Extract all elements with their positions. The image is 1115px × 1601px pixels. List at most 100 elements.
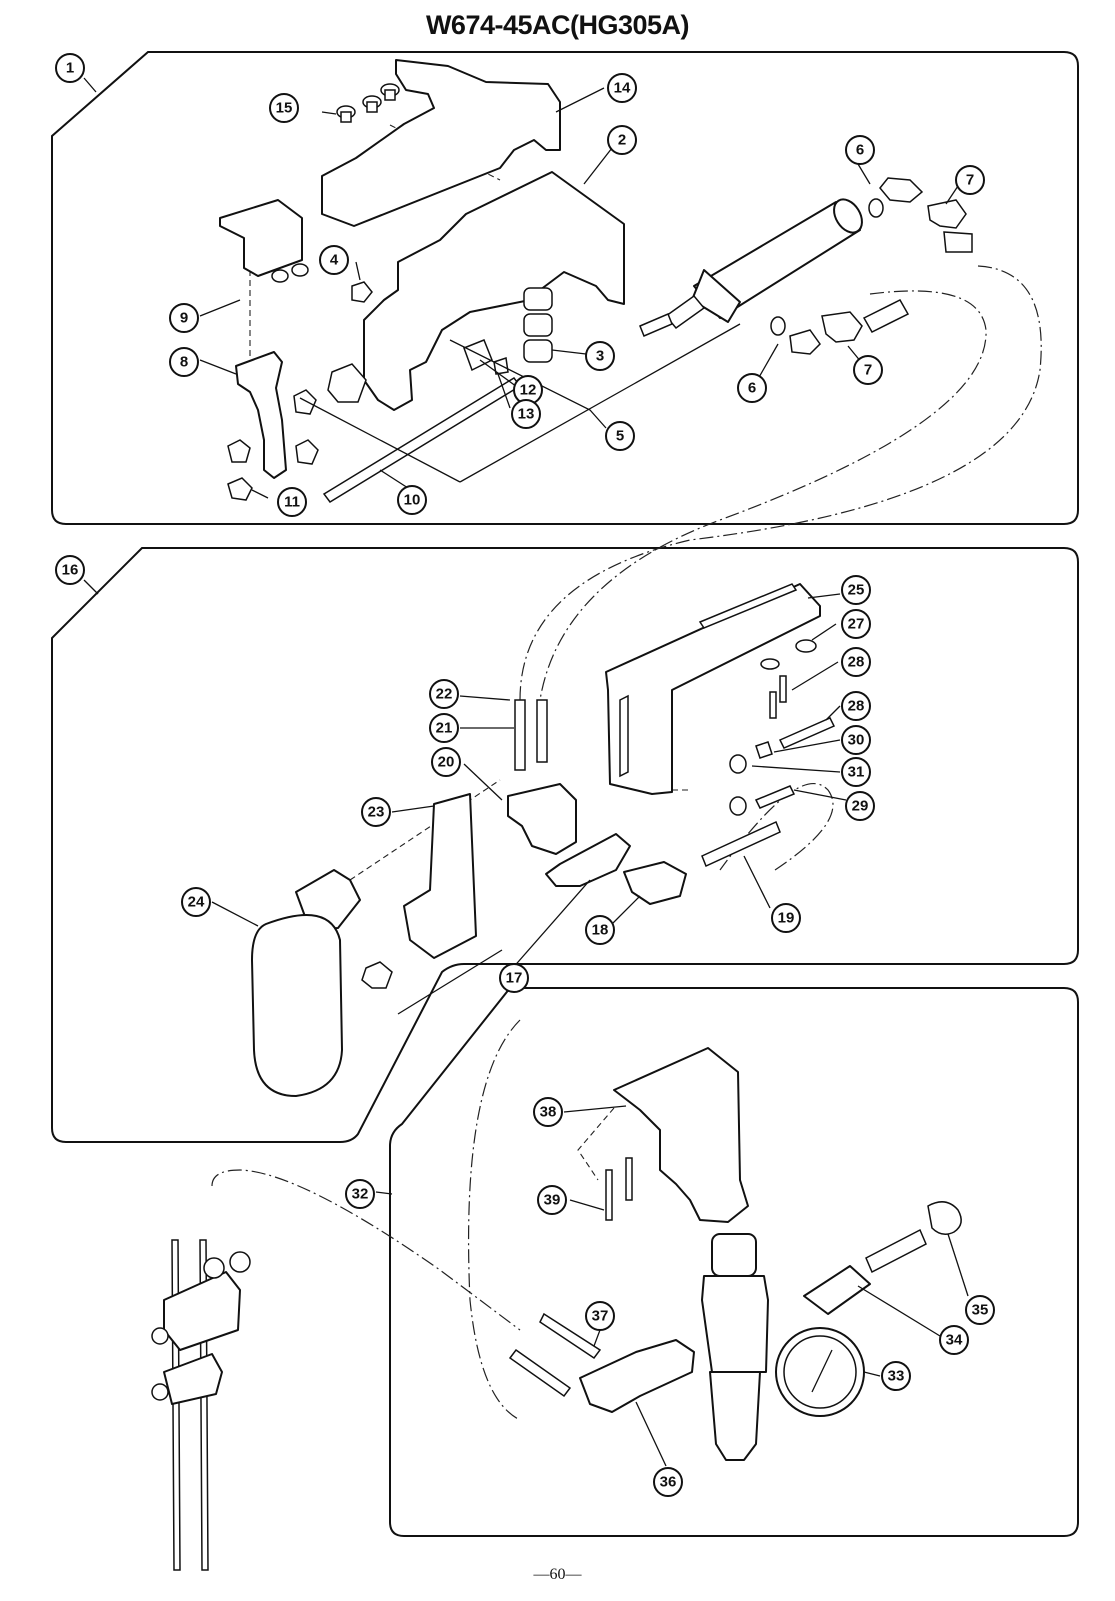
part-5-air-cylinder (639, 198, 863, 337)
part-24-knee-pad (251, 914, 343, 1097)
page-title: W674-45AC(HG305A) (425, 10, 690, 40)
part-tube-segment (508, 1348, 572, 1398)
part-14-cover-plate (321, 59, 561, 227)
part-8-plate (235, 351, 287, 479)
part-25-stand-bracket (605, 583, 821, 795)
callout-14: 14 (607, 73, 637, 103)
part-23-nut (361, 961, 393, 989)
callout-label: 24 (188, 894, 205, 911)
callout-38: 38 (533, 1097, 563, 1127)
part-34-barb (865, 1228, 927, 1274)
part-25-slot (698, 583, 798, 629)
callout-label: 16 (62, 562, 79, 579)
callout-13: 13 (511, 399, 541, 429)
callout-2: 2 (607, 125, 637, 155)
callout-label: 15 (276, 100, 293, 117)
callout-28: 28 (841, 647, 871, 677)
callout-6b: 6 (737, 373, 767, 403)
callout-label: 31 (848, 764, 865, 781)
callout-10: 10 (397, 485, 427, 515)
part-33-gauge (775, 1327, 865, 1417)
part-23-mount-bracket (403, 793, 477, 959)
callout-1: 1 (55, 53, 85, 83)
group-frame-32 (389, 987, 1079, 1537)
callout-label: 38 (540, 1104, 557, 1121)
callout-label: 13 (518, 406, 535, 423)
callout-17: 17 (499, 963, 529, 993)
callout-22: 22 (429, 679, 459, 709)
callout-18: 18 (585, 915, 615, 945)
callout-9: 9 (169, 303, 199, 333)
callout-label: 8 (180, 354, 188, 371)
callout-label: 12 (520, 382, 537, 399)
air-hose-upper (519, 265, 1042, 701)
callout-label: 7 (864, 362, 872, 379)
callout-36: 36 (653, 1467, 683, 1497)
callout-25: 25 (841, 575, 871, 605)
callout-16: 16 (55, 555, 85, 585)
callout-37: 37 (585, 1301, 615, 1331)
callout-label: 18 (592, 922, 609, 939)
callout-label: 36 (660, 1474, 677, 1491)
callout-11: 11 (277, 487, 307, 517)
part-36-tee (579, 1339, 695, 1413)
callout-7b: 7 (853, 355, 883, 385)
callout-20: 20 (431, 747, 461, 777)
callout-21: 21 (429, 713, 459, 743)
callout-label: 9 (180, 310, 188, 327)
air-hose-lower (468, 1019, 521, 1421)
part-2-main-bracket (363, 171, 625, 411)
callout-label: 14 (614, 80, 631, 97)
callout-label: 11 (284, 494, 300, 511)
part-9-small-bracket (219, 199, 303, 277)
part-7-elbows (821, 199, 973, 343)
callout-28b: 28 (841, 691, 871, 721)
callout-label: 1 (66, 60, 74, 77)
callout-label: 27 (848, 616, 865, 633)
part-27-28-washers-screws (760, 639, 836, 749)
callout-label: 10 (404, 492, 421, 509)
callout-label: 6 (748, 380, 756, 397)
callout-label: 33 (888, 1368, 905, 1385)
callout-6: 6 (845, 135, 875, 165)
callout-label: 32 (352, 1186, 369, 1203)
callout-15: 15 (269, 93, 299, 123)
callout-29: 29 (845, 791, 875, 821)
part-34-fitting (803, 1265, 871, 1315)
part-25-slot-2 (619, 694, 629, 778)
callout-label: 5 (616, 428, 624, 445)
group-frame-1 (51, 51, 1079, 525)
callout-label: 28 (848, 654, 865, 671)
part-regulator-body (701, 1233, 769, 1461)
group-frame-16 (51, 547, 1079, 1143)
part-4-nut (351, 281, 373, 303)
callout-label: 28 (848, 698, 865, 715)
callout-33: 33 (881, 1361, 911, 1391)
callout-label: 35 (972, 1302, 989, 1319)
part-18-elbow (623, 861, 687, 905)
callout-8: 8 (169, 347, 199, 377)
part-39-screws (605, 1157, 633, 1221)
callout-7: 7 (955, 165, 985, 195)
callout-label: 39 (544, 1192, 561, 1209)
part-35-clamp (927, 1201, 962, 1235)
part-11-nuts (227, 389, 319, 501)
callout-35: 35 (965, 1295, 995, 1325)
part-6-fittings (770, 177, 924, 355)
part-19-tube (701, 820, 781, 868)
callout-5: 5 (605, 421, 635, 451)
part-21-22-tubes (514, 699, 548, 771)
callout-label: 23 (368, 804, 385, 821)
callout-label: 4 (330, 252, 339, 269)
sewing-head-detail (151, 1239, 251, 1571)
callout-label: 29 (852, 798, 869, 815)
callout-label: 3 (596, 348, 604, 365)
callout-label: 25 (848, 582, 865, 599)
part-15-screws (336, 83, 400, 123)
callout-39: 39 (537, 1185, 567, 1215)
part-9-screws (271, 263, 309, 283)
callout-3: 3 (585, 341, 615, 371)
part-3-fittings (523, 287, 553, 363)
air-hose-upper-2 (539, 290, 987, 701)
callout-label: 19 (778, 910, 795, 927)
